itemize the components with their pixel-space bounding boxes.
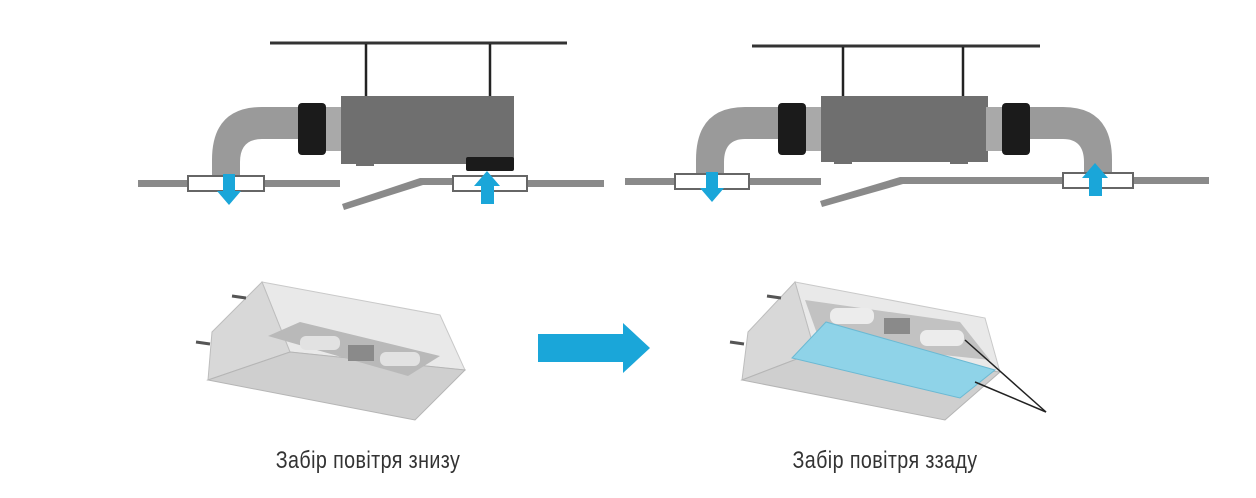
duct-flange <box>1002 103 1030 155</box>
bottom-intake-box <box>466 157 514 171</box>
arrow-right-icon <box>538 323 650 373</box>
mount-bracket <box>766 294 782 300</box>
access-panel <box>820 177 1062 207</box>
fan-blower <box>380 352 420 366</box>
scheme-bottom-intake <box>138 41 604 210</box>
elbow-duct <box>696 107 780 178</box>
duct-flange <box>298 103 326 155</box>
duct-collar <box>806 107 822 151</box>
scheme-rear-intake <box>625 44 1209 207</box>
arrow-down-icon <box>700 172 724 202</box>
unit-illustration-rear <box>729 281 1047 421</box>
caption-bottom-intake: Забір повітря знизу <box>275 447 461 474</box>
caption-rear-intake: Забір повітря ззаду <box>792 447 978 474</box>
false-ceiling-panel <box>1062 177 1209 184</box>
access-panel <box>342 178 452 210</box>
fan-blower <box>300 336 340 350</box>
pull-cord <box>964 339 1047 413</box>
arrow-up-icon <box>474 171 500 204</box>
duct-flange <box>778 103 806 155</box>
fan-coil-unit <box>341 96 514 164</box>
fan-motor <box>348 345 374 361</box>
fan-motor <box>884 318 910 334</box>
fan-coil-unit <box>821 96 988 162</box>
unit-foot <box>834 154 852 164</box>
unit-illustration-bottom <box>195 281 467 421</box>
elbow-duct <box>1030 107 1112 178</box>
unit-foot <box>356 156 374 166</box>
unit-foot <box>950 154 968 164</box>
pull-cord <box>974 381 1047 413</box>
fan-blower <box>830 308 874 324</box>
filter-panel <box>791 321 997 399</box>
mount-bracket <box>195 340 211 346</box>
arrow-up-icon <box>1082 163 1108 196</box>
mount-bracket <box>231 294 247 300</box>
duct-collar <box>326 107 342 151</box>
arrow-down-icon <box>217 174 241 205</box>
duct-collar <box>986 107 1002 151</box>
fan-blower <box>920 330 964 346</box>
mount-bracket <box>729 340 745 346</box>
elbow-duct <box>212 107 300 178</box>
